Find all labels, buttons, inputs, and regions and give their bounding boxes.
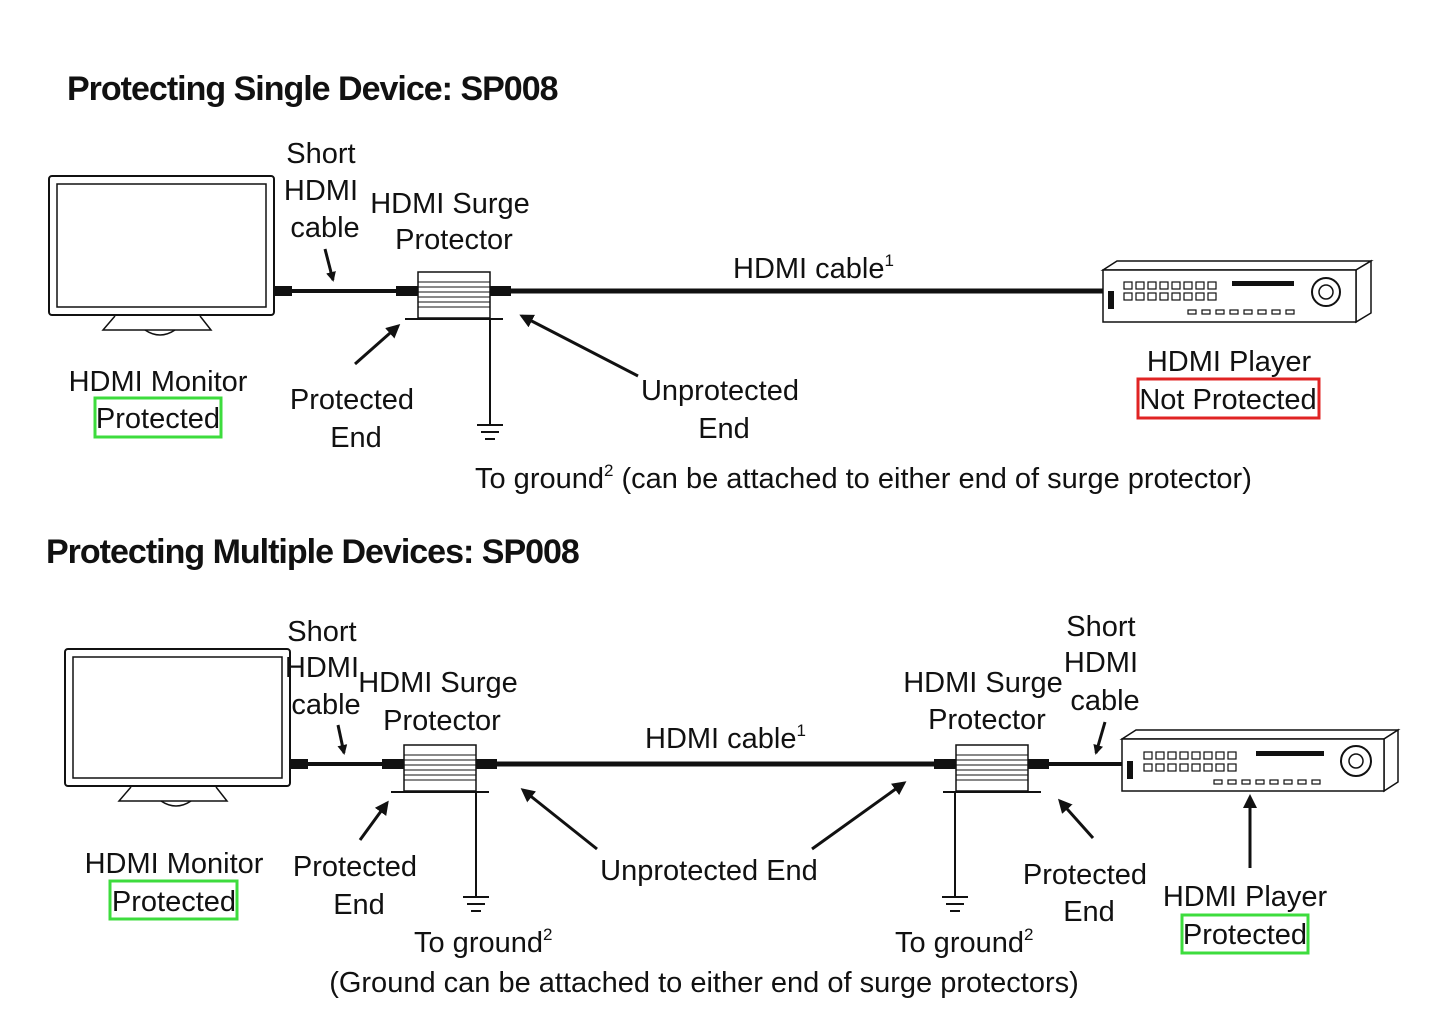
heading-multiple: Protecting Multiple Devices: SP008 (46, 533, 579, 571)
ground-icon (477, 319, 503, 440)
unprotected-end-label: Unprotected End (600, 855, 818, 887)
ground-icon (463, 792, 489, 912)
arrow-short-cable-left (336, 724, 348, 755)
ground-label-right: To ground2 (895, 925, 1033, 959)
section-multiple: Short HDMI cable HDMI Surge Protector HD… (64, 611, 1401, 999)
player-status-badge (1136, 377, 1321, 420)
player-status: Not Protected (1139, 384, 1316, 416)
monitor-status: Protected (96, 403, 220, 435)
ground-note: To ground2 (can be attached to either en… (475, 461, 1252, 495)
arrow-unprotected-end-left (520, 788, 598, 851)
surge-protector-label-right: HDMI Surge Protector (903, 667, 1071, 736)
hdmi-monitor-icon (64, 648, 291, 807)
protected-end-label-left: Protected End (293, 851, 425, 921)
short-cable-label-left: Short HDMI cable (285, 616, 367, 721)
surge-protector-icon (405, 271, 503, 320)
short-cable-label: Short HDMI cable (284, 138, 366, 244)
hdmi-player-icon (1119, 728, 1401, 793)
protected-end-label-right: Protected End (1023, 859, 1155, 928)
arrow-short-cable (323, 248, 336, 282)
player-status: Protected (1183, 919, 1307, 951)
ground-note: (Ground can be attached to either end of… (329, 967, 1079, 999)
arrow-unprotected-end-right (811, 781, 907, 851)
ground-label-left: To ground2 (414, 925, 552, 959)
hdmi-cable-label: HDMI cable1 (645, 721, 806, 755)
cables-multiple (290, 759, 1122, 769)
monitor-label: HDMI Monitor (85, 848, 264, 880)
short-cable-label-right: Short HDMI cable (1064, 611, 1146, 717)
monitor-status-badge (108, 879, 239, 921)
arrow-protected-end-left (358, 800, 389, 841)
surge-protector-icon (943, 744, 1041, 793)
surge-protector-icon (391, 744, 489, 793)
hdmi-cable-label: HDMI cable1 (733, 251, 894, 285)
arrow-unprotected-end (519, 314, 639, 378)
cables-single (274, 286, 1103, 296)
surge-protector-label-left: HDMI Surge Protector (358, 667, 526, 737)
protected-end-label: Protected End (290, 384, 422, 454)
ground-icon (942, 792, 968, 912)
arrow-protected-end (354, 324, 401, 366)
hdmi-monitor-icon (48, 175, 275, 336)
section-single: Short HDMI cable HDMI Surge Protector HD… (48, 138, 1374, 495)
monitor-status-badge (93, 396, 223, 439)
player-label: HDMI Player (1147, 346, 1312, 378)
monitor-status: Protected (112, 886, 236, 918)
hdmi-player-icon (1100, 259, 1374, 324)
surge-protector-label: HDMI Surge Protector (370, 188, 538, 256)
monitor-label: HDMI Monitor (69, 366, 248, 398)
arrow-protected-end-right (1058, 798, 1095, 839)
unprotected-end-label: Unprotected End (641, 375, 807, 445)
heading-single: Protecting Single Device: SP008 (67, 70, 558, 108)
player-status-badge (1180, 913, 1310, 955)
player-label: HDMI Player (1163, 881, 1328, 913)
arrow-short-cable-right (1093, 721, 1107, 755)
